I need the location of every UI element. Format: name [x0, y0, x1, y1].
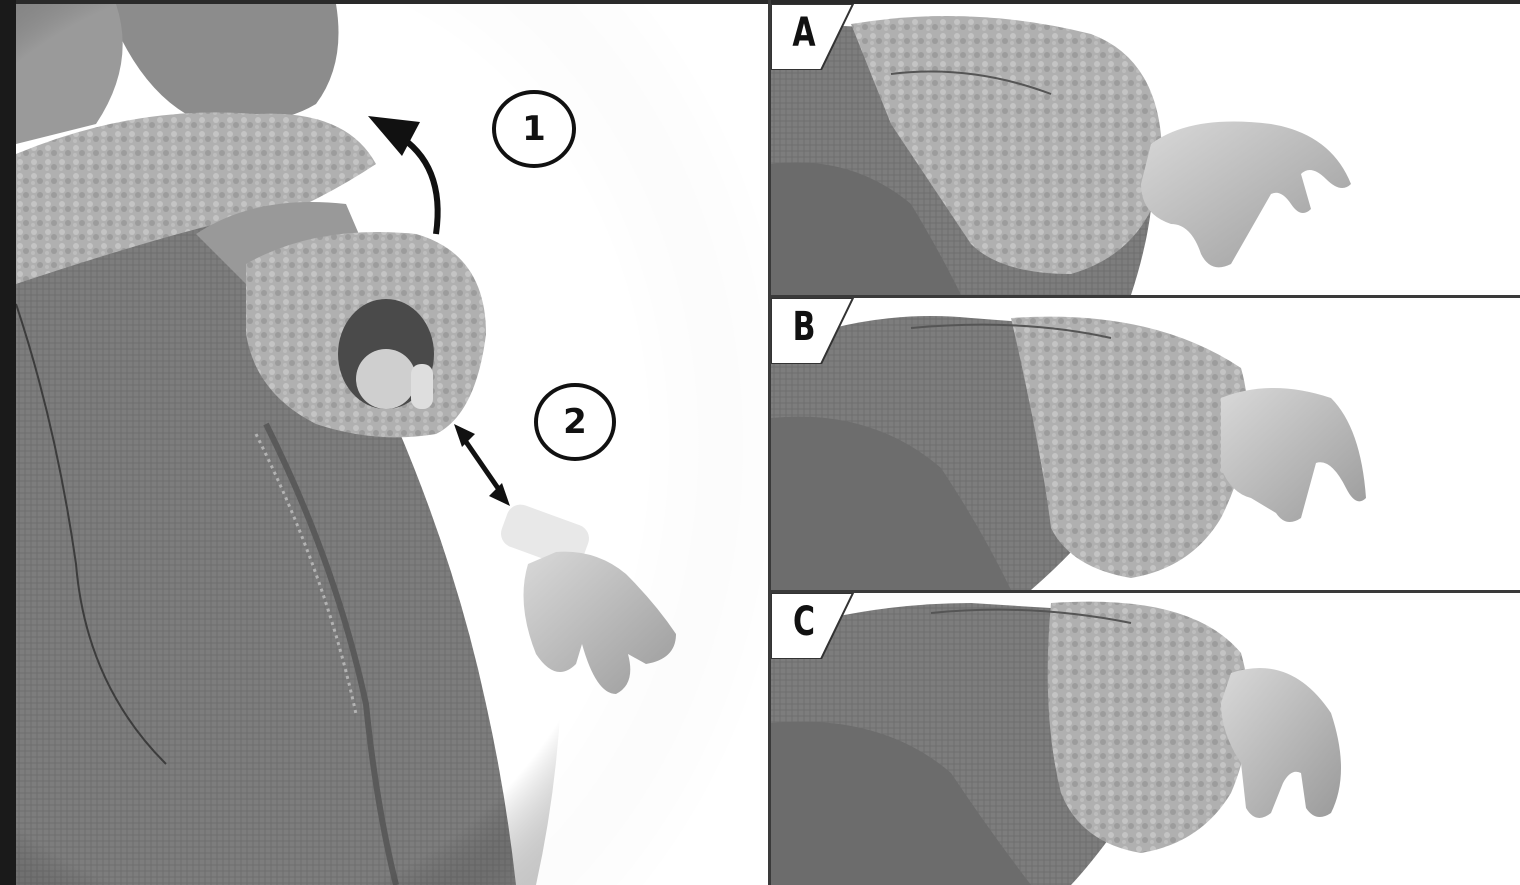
panel-c-label: C [779, 599, 829, 645]
robe-arm-photo [16, 4, 768, 885]
panel-c-photo [771, 593, 1520, 885]
step-2-callout: 2 [532, 381, 618, 463]
step-1-number: 1 [490, 88, 578, 170]
step-2-number: 2 [532, 381, 618, 463]
panel-b: B [771, 298, 1520, 590]
panel-b-photo [771, 298, 1520, 590]
panel-a-tag: A [771, 4, 857, 70]
panel-b-tag: B [771, 298, 857, 364]
panel-a-label: A [779, 10, 829, 56]
panel-c: C [771, 593, 1520, 885]
left-border [0, 0, 16, 885]
panel-c-tag: C [771, 593, 857, 659]
panel-a: A [771, 4, 1520, 295]
main-photo: 1 2 [16, 4, 768, 885]
panel-a-photo [771, 4, 1520, 295]
panel-b-label: B [779, 304, 829, 350]
step-1-callout: 1 [490, 88, 578, 170]
